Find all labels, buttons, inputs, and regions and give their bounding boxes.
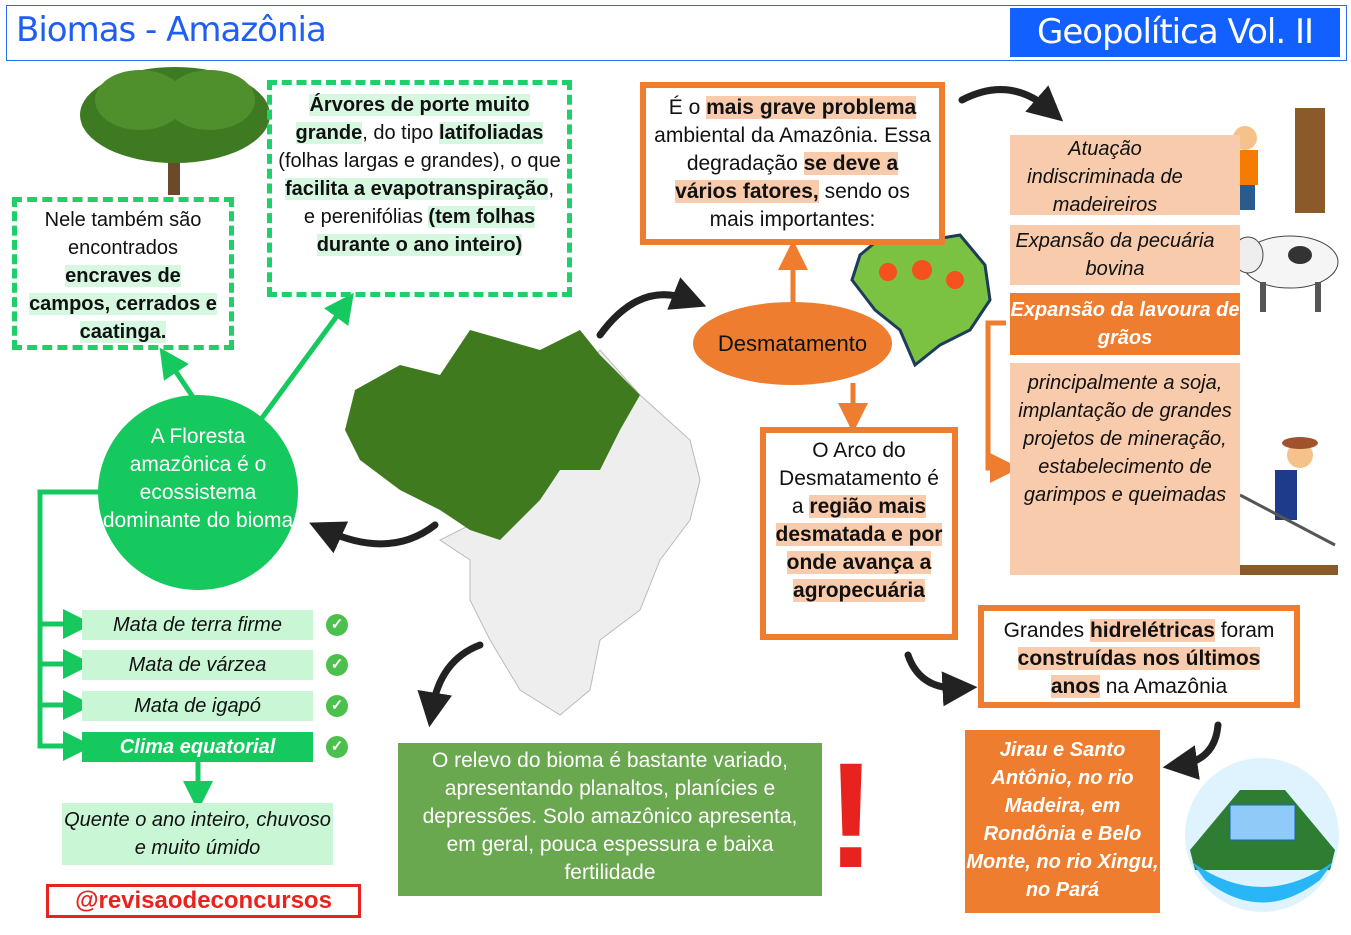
brazil-map [345, 330, 701, 716]
highlighted-text: hidrelétricas [1089, 619, 1215, 642]
lavoura-box: Expansão da lavoura de grãos [1010, 293, 1240, 355]
text-segment: (folhas largas e grandes), o que [278, 150, 561, 172]
list-item-varzea: Mata de várzea [82, 650, 313, 680]
header-bar [6, 5, 1347, 61]
text-segment: sendo os mais importantes: [709, 180, 910, 231]
check-icon: ✓ [326, 614, 348, 636]
list-item-terra-firme: Mata de terra firme [82, 610, 313, 640]
lumberjack-image [1228, 108, 1325, 213]
madeireiros-box: Atuação indiscriminada de madeireiros [1010, 135, 1240, 216]
arco-box: O Arco do Desmatamento é a região mais d… [760, 427, 958, 640]
volume-badge: Geopolítica Vol. II [1010, 8, 1340, 57]
text-segment: ambiental da Amazônia. Essa degradação [654, 124, 931, 175]
hidreletricas-box: Grandes hidrelétricas foram construídas … [978, 605, 1300, 708]
highlighted-text: facilita a evapotranspiração [284, 178, 549, 200]
desmatamento-node: Desmatamento [693, 302, 892, 385]
problema-box: É o mais grave problema ambiental da Ama… [640, 82, 945, 245]
relevo-box: O relevo do bioma é bastante variado, ap… [398, 743, 822, 896]
pecuaria-box: Expansão da pecuária bovina [1010, 225, 1240, 285]
text-segment: É o [668, 96, 707, 119]
clima-description: Quente o ano inteiro, chuvoso e muito úm… [62, 803, 333, 865]
highlighted-text: encraves de campos, cerrados e caatinga. [29, 265, 217, 343]
list-item-clima: Clima equatorial [82, 732, 313, 762]
arrow-to-encraves [159, 347, 198, 402]
highlighted-text: latifoliadas [438, 122, 544, 144]
arvores-box: Árvores de porte muito grande, do tipo l… [267, 80, 572, 297]
encraves-box: Nele também são encontrados encraves de … [12, 197, 234, 350]
farmer-image [1218, 437, 1338, 575]
text-segment: na Amazônia [1099, 675, 1228, 698]
dam-image [1185, 758, 1339, 912]
text-segment: , do tipo [362, 122, 439, 144]
list-item-igapo: Mata de igapó [82, 691, 313, 721]
cow-image [1232, 235, 1339, 312]
text-segment: Grandes [1003, 619, 1090, 642]
social-handle: @revisaodeconcursos [46, 884, 361, 918]
arrow-to-arvores [259, 292, 354, 420]
jirau-box: Jirau e Santo Antônio, no rio Madeira, e… [965, 730, 1160, 913]
floresta-circle: A Floresta amazônica é o ecossistema dom… [98, 395, 298, 590]
check-icon: ✓ [326, 654, 348, 676]
highlighted-text: mais grave problema [706, 96, 917, 119]
page-title: Biomas - Amazônia [16, 10, 327, 50]
text-segment: O Arco do Desmatamento é a [779, 439, 939, 518]
text-segment: foram [1214, 619, 1275, 642]
exclamation-icon: ! [826, 731, 876, 899]
tree-image [80, 67, 270, 195]
check-icon: ✓ [326, 736, 348, 758]
text-segment: Nele também são encontrados [44, 209, 202, 259]
soja-box: principalmente a soja, implantação de gr… [1010, 363, 1240, 575]
check-icon: ✓ [326, 695, 348, 717]
text-segment: , e perenifólias [303, 178, 554, 228]
